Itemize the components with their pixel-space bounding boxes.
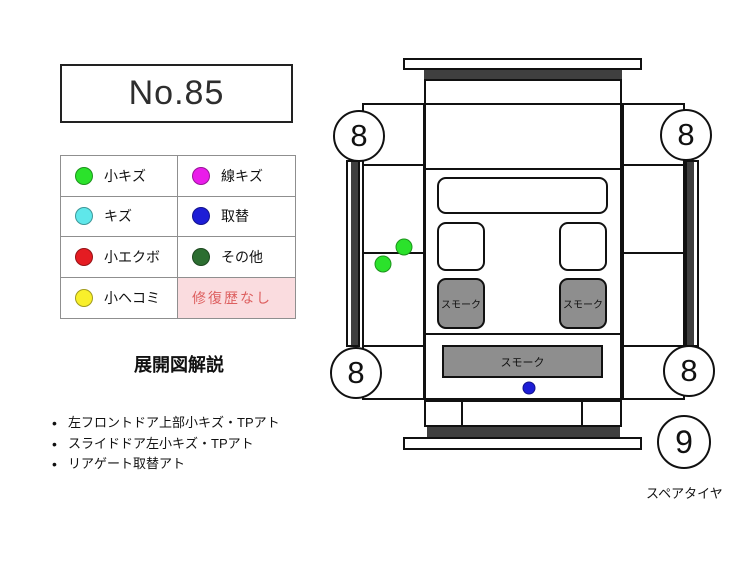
damage-legend-table: 小キズ 線キズ キズ 取替 小エクボ その他 小ヘコミ 修復歴なし (60, 155, 296, 319)
rear-gate-smoked-window: スモーク (442, 345, 603, 378)
front-trim-strip (424, 70, 622, 80)
smoke-label: スモーク (563, 300, 603, 311)
front-right-window (559, 222, 607, 271)
front-headlight-panel (424, 79, 622, 106)
legend-label: 小キズ (104, 167, 146, 184)
no-repair-history-cell: 修復歴なし (178, 277, 295, 318)
legend-row-small-dent: 小ヘコミ (61, 277, 178, 318)
smoke-label: スモーク (441, 300, 481, 311)
rear-right-smoked-window: スモーク (559, 278, 607, 329)
legend-label: 線キズ (221, 167, 263, 184)
rear-bumper-bar (403, 437, 642, 450)
legend-row-small-scratch: 小キズ (61, 156, 178, 197)
left-panel-divider (362, 345, 425, 347)
small-scratch-dot-icon (75, 166, 93, 185)
left-rocker-trim (351, 162, 358, 345)
lot-number-box: No.85 (60, 64, 293, 123)
legend-row-small-dimple: 小エクボ (61, 237, 178, 278)
smoke-label: スモーク (500, 356, 545, 369)
rear-gate-divider (424, 333, 622, 335)
legend-row-other: その他 (178, 237, 295, 278)
rear-panel-divider (461, 400, 463, 427)
legend-label: 小ヘコミ (104, 289, 160, 306)
note-item: リアゲート取替アト (50, 454, 320, 475)
small-dent-dot-icon (75, 288, 93, 307)
line-scratch-dot-icon (192, 166, 210, 185)
damage-marker-small-scratch (395, 238, 413, 256)
windshield (437, 177, 608, 214)
lot-number: No.85 (128, 74, 225, 112)
rear-left-smoked-window: スモーク (437, 278, 485, 329)
corner-badge-bottom-left: 8 (330, 347, 382, 399)
left-side-panel (362, 103, 425, 400)
right-panel-divider (622, 252, 685, 254)
corner-badge-top-right: 8 (660, 109, 712, 161)
front-left-window (437, 222, 485, 271)
right-rocker-panel (685, 160, 699, 347)
note-item: 左フロントドア上部小キズ・TPアト (50, 413, 320, 434)
scratch-dot-icon (75, 207, 93, 226)
spare-tire-badge: 9 (657, 415, 711, 469)
badge-number: 8 (347, 355, 365, 390)
rear-panel-divider (581, 400, 583, 427)
other-dot-icon (192, 247, 210, 266)
damage-marker-small-scratch (374, 255, 392, 273)
left-rocker-panel (346, 160, 360, 347)
legend-row-line-scratch: 線キズ (178, 156, 295, 197)
note-item: スライドドア左小キズ・TPアト (50, 434, 320, 455)
replacement-dot-icon (192, 207, 210, 226)
right-panel-divider (622, 164, 685, 166)
legend-row-scratch: キズ (61, 196, 178, 237)
cowl-divider (424, 168, 622, 170)
legend-label: 小エクボ (104, 248, 160, 265)
rear-lower-panel (424, 400, 622, 427)
legend-label: キズ (104, 208, 132, 225)
right-panel-divider (622, 345, 685, 347)
diagram-notes-list: 左フロントドア上部小キズ・TPアト スライドドア左小キズ・TPアト リアゲート取… (50, 413, 320, 475)
left-panel-divider (362, 252, 425, 254)
rear-trim-strip (427, 427, 620, 437)
damage-marker-replacement (522, 381, 536, 395)
diagram-notes-heading: 展開図解説 (134, 355, 224, 375)
small-dimple-dot-icon (75, 247, 93, 266)
corner-badge-bottom-right: 8 (663, 345, 715, 397)
badge-number: 9 (675, 423, 693, 460)
badge-number: 8 (677, 117, 695, 152)
legend-label: その他 (221, 248, 263, 265)
legend-row-replacement: 取替 (178, 197, 295, 237)
left-panel-divider (362, 164, 425, 166)
right-rocker-trim (687, 162, 694, 345)
legend-label: 取替 (221, 208, 249, 225)
corner-badge-top-left: 8 (333, 110, 385, 162)
spare-tire-label: スペアタイヤ (646, 486, 723, 501)
front-bumper-bar (403, 58, 642, 70)
no-repair-history-label: 修復歴なし (192, 289, 272, 306)
badge-number: 8 (680, 353, 698, 388)
badge-number: 8 (350, 118, 368, 153)
